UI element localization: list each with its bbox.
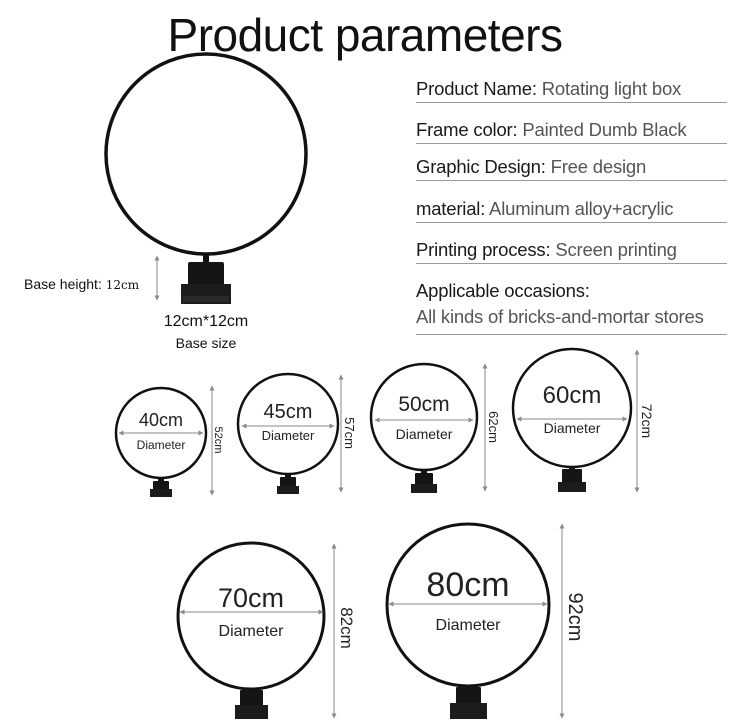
base-plate (277, 486, 299, 494)
ring-45 (236, 372, 340, 476)
base-block (456, 687, 481, 706)
base-plate (150, 489, 172, 497)
base-size-caption: Base size (175, 335, 237, 351)
diameter-label-60: 60cm (542, 382, 602, 409)
diameter-label-70: 70cm (217, 583, 285, 613)
base-block (415, 473, 433, 486)
diameter-label-40: 40cm (138, 410, 183, 430)
param-product-name: Product Name: Rotating light box (416, 76, 727, 103)
diameter-caption: Diameter (261, 428, 315, 443)
base-plate (235, 705, 268, 719)
param-value: All kinds of bricks-and-mortar stores (416, 306, 704, 327)
diameter-caption: Diameter (136, 438, 186, 452)
height-label-50: 62cm (486, 411, 501, 443)
param-value: Screen printing (550, 239, 677, 260)
height-label-70: 82cm (337, 607, 356, 649)
base-block (188, 262, 224, 286)
diameter-label-45: 45cm (263, 401, 313, 423)
page-title: Product parameters (167, 9, 563, 61)
diameter-label-80: 80cm (426, 566, 510, 604)
height-label-60: 72cm (639, 404, 655, 438)
param-printing-process: Printing process: Screen printing (416, 237, 727, 264)
height-label-40: 52cm (212, 427, 224, 454)
base-plate (558, 482, 586, 492)
param-label: Product Name: (416, 78, 537, 99)
diameter-label-50: 50cm (398, 393, 450, 416)
base-block (240, 690, 263, 708)
param-label: Graphic Design: (416, 156, 546, 177)
diameter-caption: Diameter (395, 426, 453, 442)
param-value: Painted Dumb Black (517, 119, 687, 140)
base-block (562, 469, 582, 484)
diameter-caption: Diameter (218, 623, 284, 640)
base-height-value: 12cm (105, 278, 140, 292)
base-plate (411, 484, 437, 493)
base-height-caption: Base height: (24, 276, 102, 292)
param-graphic-design: Graphic Design: Free design (416, 154, 727, 181)
base-size-value: 12cm*12cm (163, 313, 249, 330)
param-label: material: (416, 198, 486, 219)
diameter-caption: Diameter (543, 420, 601, 436)
param-applicable-occasions: Applicable occasions: All kinds of bricks… (416, 278, 727, 335)
ring-80 (385, 522, 551, 688)
param-label: Applicable occasions: (416, 280, 590, 301)
ring-50 (369, 362, 479, 472)
param-label: Frame color: (416, 119, 518, 140)
param-label: Printing process: (416, 239, 551, 260)
diameter-caption: Diameter (435, 617, 501, 634)
param-value: Aluminum alloy+acrylic (485, 198, 674, 219)
ring-70 (176, 541, 326, 691)
ring-frame (104, 52, 308, 256)
param-material: material: Aluminum alloy+acrylic (416, 196, 727, 223)
height-label-80: 92cm (564, 593, 586, 642)
param-frame-color: Frame color: Painted Dumb Black (416, 117, 727, 144)
main-light-box (104, 52, 308, 304)
height-label-45: 57cm (342, 417, 357, 449)
base-height-label: Base height: 12cm (24, 276, 139, 292)
base-stem (203, 254, 209, 262)
param-value: Free design (545, 156, 647, 177)
base-plate (450, 703, 487, 719)
size-variants (114, 347, 640, 719)
param-value: Rotating light box (536, 78, 682, 99)
